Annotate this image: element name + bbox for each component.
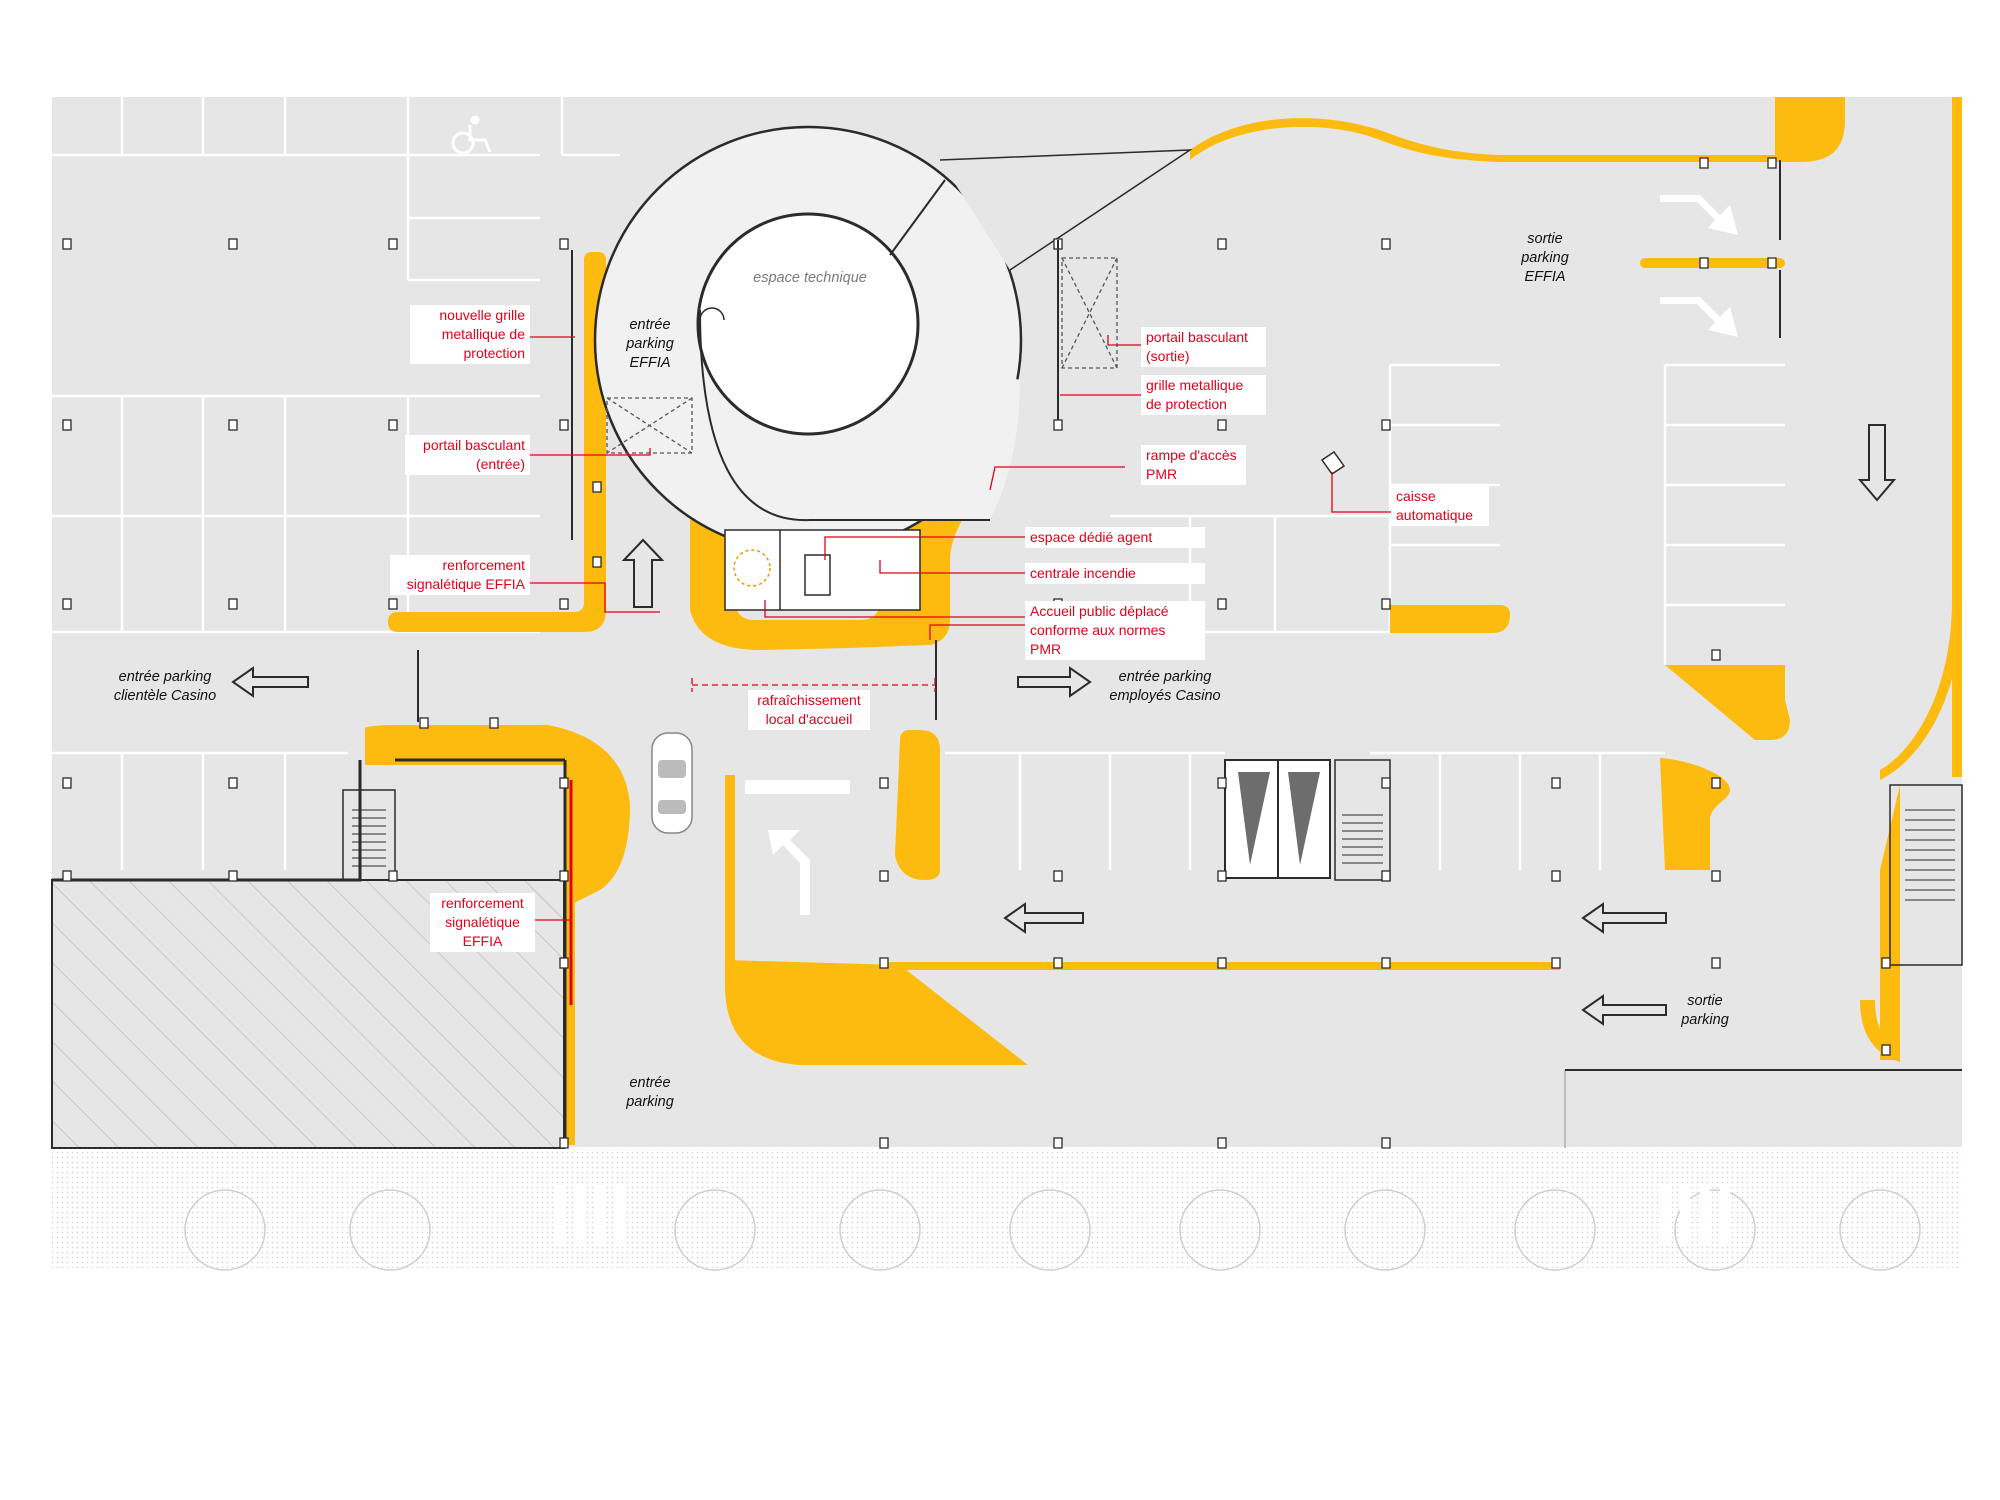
annotation-line: portail basculant <box>1146 329 1248 345</box>
label-entree-parking-employes: entrée parking employés Casino <box>1100 668 1230 706</box>
label-line: EFFIA <box>629 355 671 371</box>
arrow-icons <box>231 424 1897 1026</box>
annotation-line: renforcement <box>442 557 525 573</box>
annotation-renforcement-bottom: renforcement signalétique EFFIA <box>430 893 535 952</box>
annotation-line: local d'accueil <box>765 711 853 727</box>
label-line: parking <box>626 336 674 352</box>
label-line: employés Casino <box>1109 688 1221 704</box>
annotation-line: protection <box>463 345 525 361</box>
street-trees <box>184 1189 1921 1271</box>
label-line: clientèle Casino <box>113 688 217 704</box>
crosswalks <box>555 1185 1730 1245</box>
label-line: entrée parking <box>118 669 212 685</box>
annotation-nouvelle-grille: nouvelle grille metallique de protection <box>410 305 530 364</box>
annotation-line: automatique <box>1396 507 1474 523</box>
annotation-grille-metallique: grille metallique de protection <box>1141 375 1266 415</box>
label-line: EFFIA <box>1524 269 1566 285</box>
annotation-line: metallique de <box>441 326 525 342</box>
annotation-centrale: centrale incendie <box>1025 563 1205 584</box>
annotation-rampe-pmr: rampe d'accès PMR <box>1141 445 1246 485</box>
posts <box>417 160 1781 722</box>
annotation-accueil: Accueil public déplacé conforme aux norm… <box>1025 601 1205 660</box>
label-entree-parking-bottom: entrée parking <box>615 1074 685 1112</box>
label-line: sortie <box>1687 993 1723 1009</box>
stairs <box>342 759 1963 966</box>
label-line: sortie <box>1527 231 1563 247</box>
street <box>52 1148 1962 1268</box>
annotation-line: de protection <box>1146 396 1227 412</box>
annotation-line: grille metallique <box>1146 377 1244 393</box>
annotation-line: renforcement <box>441 895 524 911</box>
annotation-line: (sortie) <box>1146 348 1190 364</box>
annotation-line: signalétique <box>445 914 520 930</box>
gates <box>606 257 1118 454</box>
annotation-line: nouvelle grille <box>439 307 525 323</box>
pillars <box>62 157 1891 1149</box>
caisse-icon <box>1320 450 1346 476</box>
annotation-line: Accueil public déplacé <box>1030 603 1169 619</box>
annotation-line: caisse <box>1396 488 1436 504</box>
annotation-line: conforme aux normes PMR <box>1030 622 1166 657</box>
label-line: entrée parking <box>1118 669 1212 685</box>
annotation-caisse: caisse automatique <box>1391 486 1489 526</box>
label-entree-parking-clientele: entrée parking clientèle Casino <box>100 668 230 706</box>
annotation-line: signalétique EFFIA <box>406 576 525 592</box>
label-entree-parking-effia: entrée parking EFFIA <box>620 316 680 373</box>
annotation-line: EFFIA <box>462 933 503 949</box>
label-espace-technique: espace technique <box>753 270 867 286</box>
reception-room <box>724 529 921 611</box>
annotation-line: portail basculant <box>423 437 525 453</box>
label-line: parking <box>626 1094 674 1110</box>
annotation-line: PMR <box>1146 466 1178 482</box>
annotation-leaders <box>520 335 1396 1005</box>
label-line: entrée <box>629 317 671 333</box>
annotation-portail-entree: portail basculant (entrée) <box>405 435 530 475</box>
wheelchair-icon <box>451 115 492 155</box>
white-arrows <box>745 195 1738 915</box>
annotation-espace-agent: espace dédié agent <box>1025 527 1205 548</box>
annotation-line: (entrée) <box>475 456 525 472</box>
label-line: entrée <box>629 1075 671 1091</box>
label-line: parking <box>1521 250 1569 266</box>
car-icon <box>651 732 693 834</box>
label-sortie-parking-right: sortie parking <box>1670 992 1740 1030</box>
label-sortie-parking-effia: sortie parking EFFIA <box>1515 230 1575 287</box>
annotation-line: rampe d'accès <box>1146 447 1237 463</box>
elevators <box>1224 759 1331 879</box>
annotation-line: rafraîchissement <box>757 692 861 708</box>
rotunda <box>593 125 1193 555</box>
annotation-portail-sortie: portail basculant (sortie) <box>1141 327 1266 367</box>
annotation-renforcement-top: renforcement signalétique EFFIA <box>390 555 530 595</box>
label-line: parking <box>1681 1012 1729 1028</box>
annotation-rafraichissement: rafraîchissement local d'accueil <box>748 690 870 730</box>
